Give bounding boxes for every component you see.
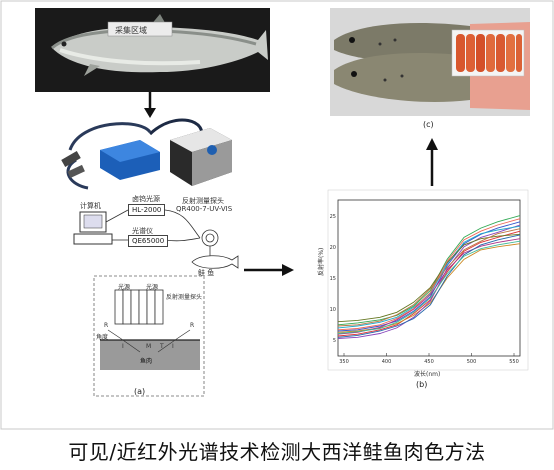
arrow-a-to-b bbox=[244, 264, 294, 276]
probe-detail-diagram bbox=[93, 275, 205, 397]
probe-label: 反射测量探头 bbox=[182, 197, 224, 205]
x-tick-label: 450 bbox=[424, 359, 434, 365]
panel-tag-b: (b) bbox=[416, 380, 428, 389]
light-source-label-2: 光源 bbox=[146, 284, 159, 291]
y-tick-label: 20 bbox=[330, 245, 336, 251]
chart-ylabel: 反射率(%) bbox=[318, 247, 325, 276]
t-label: T bbox=[160, 343, 164, 350]
arrow-b-to-c bbox=[426, 138, 438, 186]
series-line-9 bbox=[337, 234, 521, 338]
reflect-right-label: R bbox=[190, 322, 195, 329]
angle-label: 角度 bbox=[96, 334, 109, 341]
fish-small-label: 鲑 鱼 bbox=[198, 269, 215, 277]
incident-left-label: I bbox=[122, 343, 124, 350]
series-line-3 bbox=[337, 215, 521, 326]
panel-tag-c: (c) bbox=[423, 120, 434, 129]
probe-detail-label: 反射测量探头 bbox=[166, 294, 203, 301]
y-tick-label: 5 bbox=[333, 338, 336, 344]
series-line-11 bbox=[337, 240, 521, 334]
fillet-photo bbox=[330, 8, 530, 116]
series-line-5 bbox=[337, 224, 521, 339]
y-tick-label: 10 bbox=[330, 307, 336, 313]
y-tick-label: 15 bbox=[330, 276, 336, 282]
series-line-8 bbox=[337, 233, 521, 323]
collection-area-box bbox=[107, 21, 173, 37]
reflect-left-label: R bbox=[104, 322, 109, 329]
panel-tag-a: (a) bbox=[134, 387, 146, 396]
system-schematic bbox=[73, 209, 239, 269]
series-line-12 bbox=[337, 228, 521, 327]
series-layer bbox=[337, 215, 521, 339]
probe-model-label: QR400-7-UV-VIS bbox=[176, 205, 233, 213]
arrow-fish-to-device bbox=[144, 92, 156, 118]
reflectance-chart: 350 400 450 500 550 25 20 15 10 5 bbox=[327, 189, 529, 371]
chart-xlabel: 波长(nm) bbox=[414, 371, 441, 378]
spectrometer-hardware bbox=[61, 118, 232, 190]
x-tick-label: 500 bbox=[467, 359, 477, 365]
spectrometer-model-box: QE65000 bbox=[128, 235, 169, 247]
tick-layer: 350 400 450 500 550 25 20 15 10 5 bbox=[330, 214, 519, 365]
series-line-10 bbox=[337, 218, 521, 331]
incident-right-label: I bbox=[172, 343, 174, 350]
x-tick-label: 550 bbox=[509, 359, 519, 365]
y-tick-label: 25 bbox=[330, 214, 336, 220]
muscle-label: 鱼肉 bbox=[140, 358, 153, 365]
figure-caption: 可见/近红外光谱技术检测大西洋鲑鱼肉色方法 bbox=[68, 440, 486, 464]
halogen-model-box: HL-2000 bbox=[128, 204, 166, 216]
series-line-6 bbox=[337, 225, 521, 329]
series-line-7 bbox=[337, 238, 521, 335]
collection-area-label: 采集区域 bbox=[115, 26, 147, 35]
light-source-label-1: 光源 bbox=[118, 284, 131, 291]
halogen-source-label: 卤钨光源 bbox=[132, 195, 160, 203]
x-tick-label: 350 bbox=[339, 359, 349, 365]
spectrometer-label: 光谱仪 bbox=[132, 227, 153, 235]
m-label: M bbox=[146, 343, 152, 350]
x-tick-label: 400 bbox=[382, 359, 392, 365]
salmon-photo bbox=[35, 8, 270, 92]
computer-label: 计算机 bbox=[80, 202, 101, 210]
series-line-2 bbox=[337, 230, 521, 337]
